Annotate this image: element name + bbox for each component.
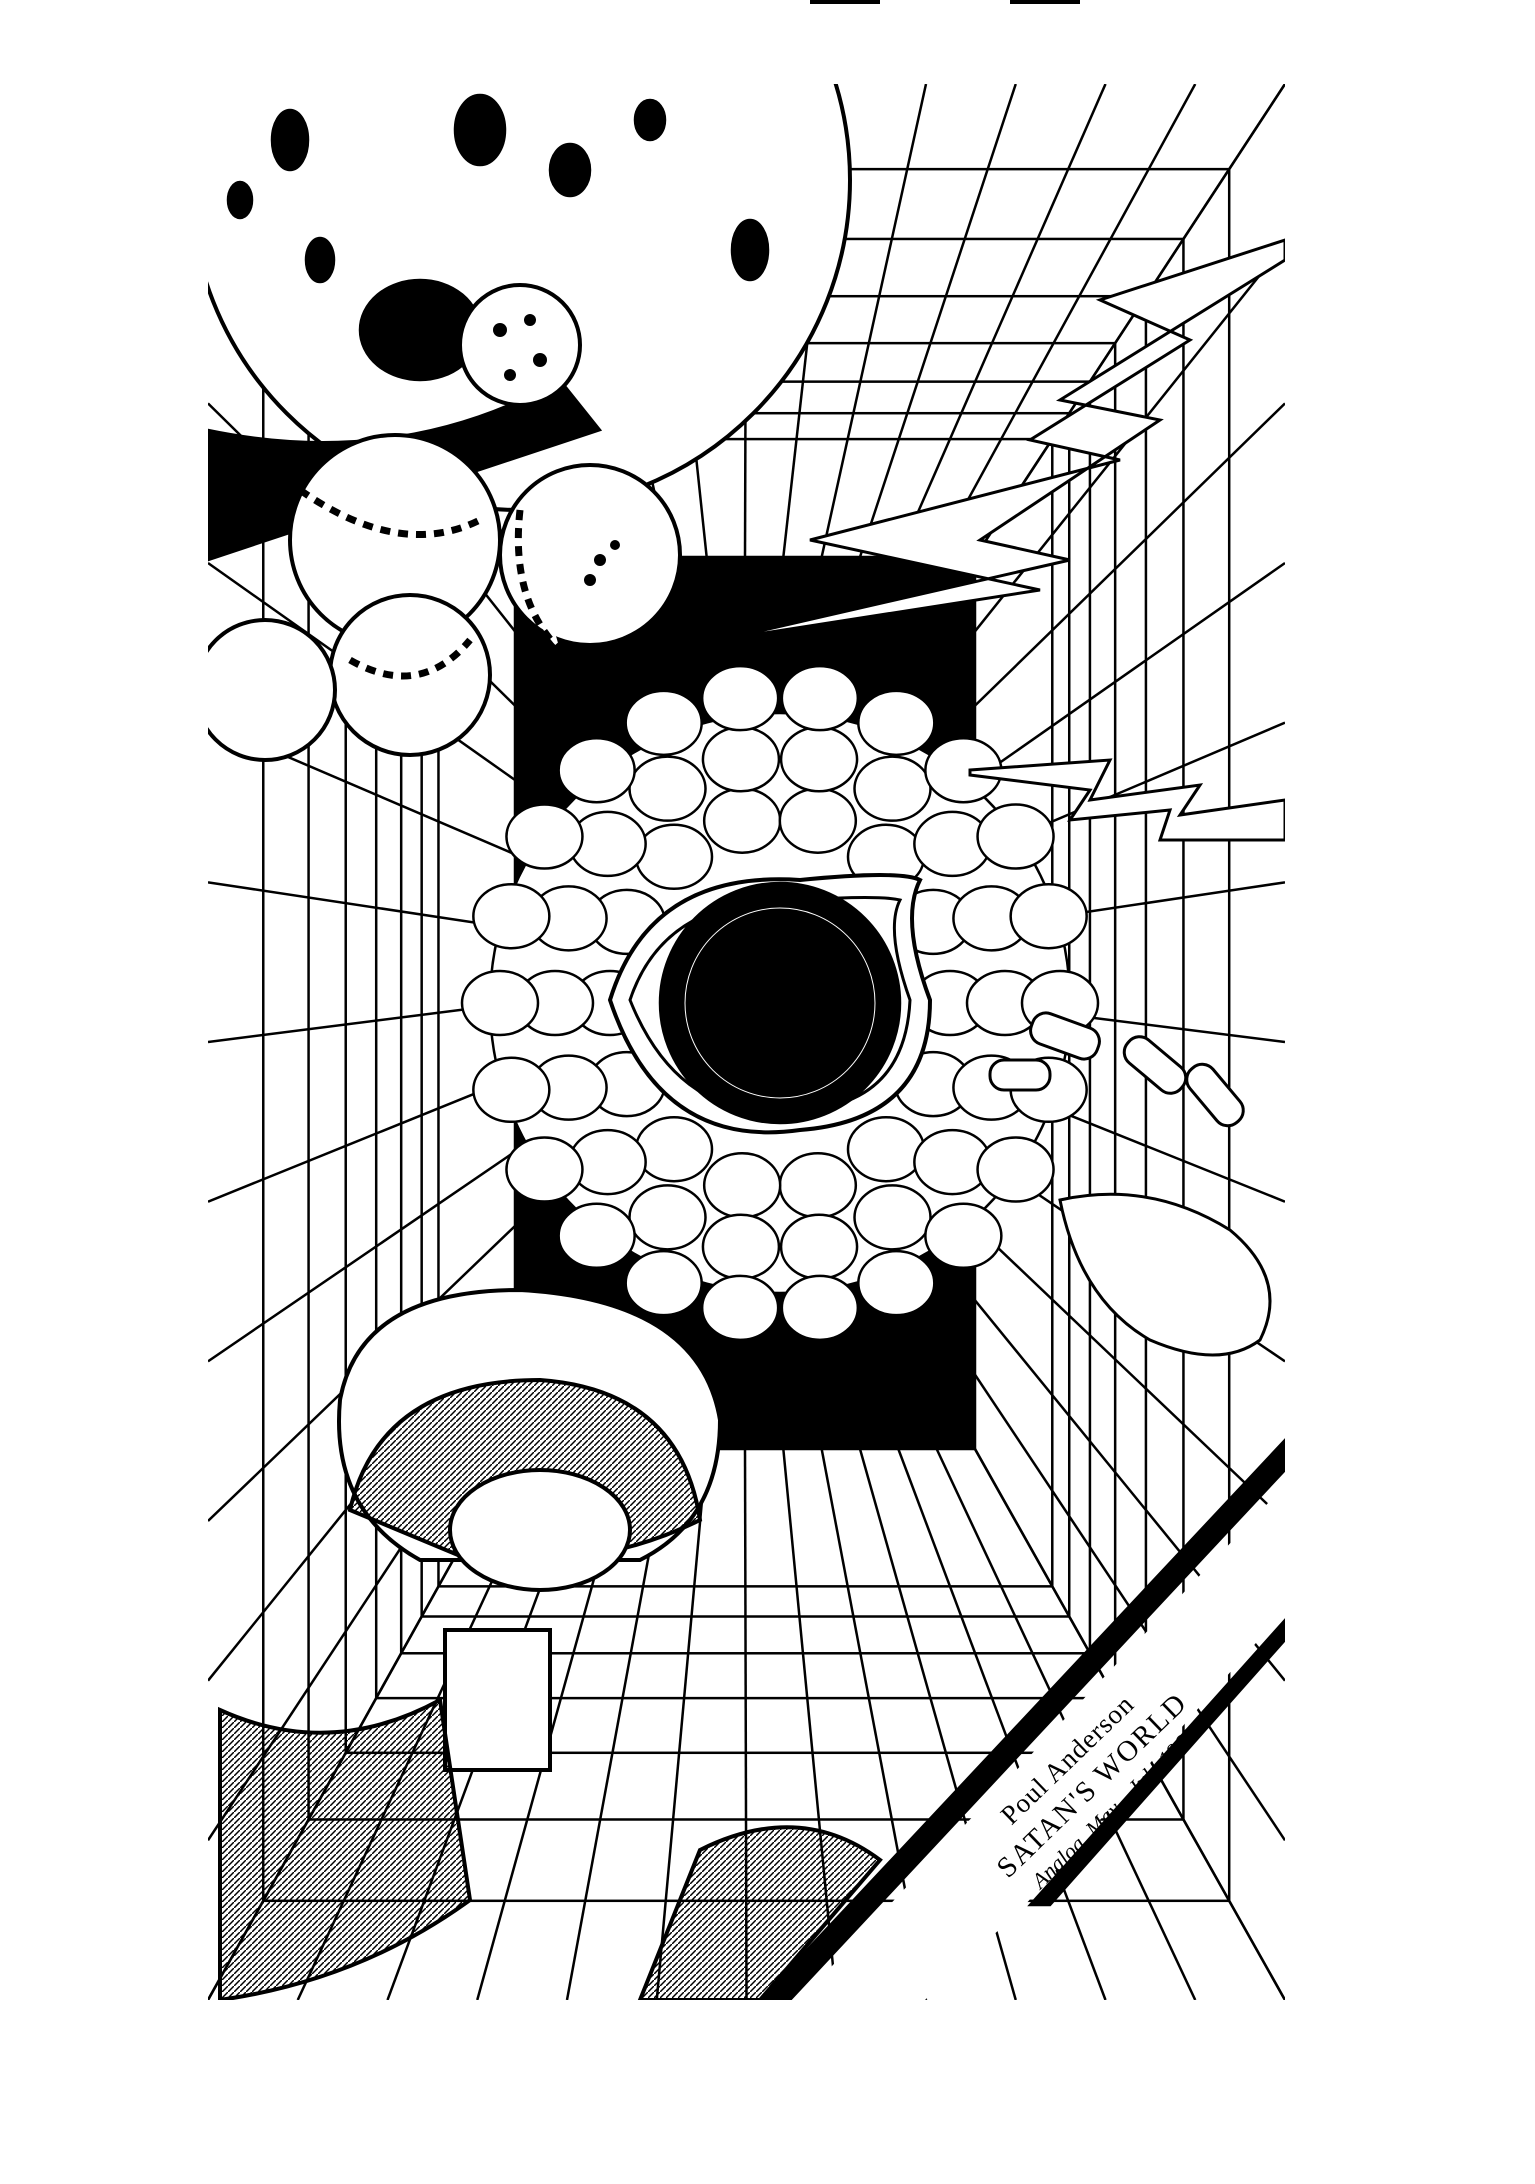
petal [700,664,780,732]
grid-line [935,84,1197,558]
petal [857,1249,936,1317]
petal [628,1184,707,1251]
scan-mark [1010,0,1080,4]
petal [857,689,936,757]
petal [701,1213,781,1280]
robot-hand [988,1011,1272,1357]
grid-line [973,84,1285,558]
petal [460,969,540,1037]
petal [779,726,859,793]
grid-line [208,881,516,930]
petal [624,689,703,757]
petal [700,1274,780,1342]
petal [505,1136,584,1203]
petal [702,787,782,854]
petal [472,1056,551,1124]
grid-line [974,1225,1285,1522]
grid-line [655,1448,708,2000]
grid-line [974,561,1285,782]
petal [624,1249,703,1317]
caption-band [758,1438,1285,2000]
grid-line [897,84,1107,558]
petal [702,1152,782,1219]
grid-line [208,1076,516,1203]
grid-line [820,84,928,558]
petal [924,1202,1003,1270]
petal [505,803,584,870]
grid-line [208,1150,516,1363]
moon-planet [208,84,852,562]
grid-line [858,84,1017,558]
petal [634,1115,714,1183]
diver-helmet [218,1287,883,2000]
grid-line [897,1448,1107,2000]
lightning-bolts [719,238,1285,842]
petal [472,882,551,950]
petal [778,787,858,854]
petal [853,755,932,822]
petal [628,755,707,822]
petal [976,803,1055,870]
petal [780,664,860,732]
petal [846,1115,926,1183]
eye [607,873,933,1135]
petal [557,1202,636,1270]
petal [780,1274,860,1342]
petal [634,823,714,891]
petal [701,726,781,793]
petal [1009,882,1088,950]
grid-line [974,402,1285,707]
petal [853,1184,932,1251]
petal [779,1213,859,1280]
petal [557,736,636,804]
scan-mark [810,0,880,4]
spheres [208,283,682,762]
petal [778,1152,858,1219]
petal [976,1136,1055,1203]
